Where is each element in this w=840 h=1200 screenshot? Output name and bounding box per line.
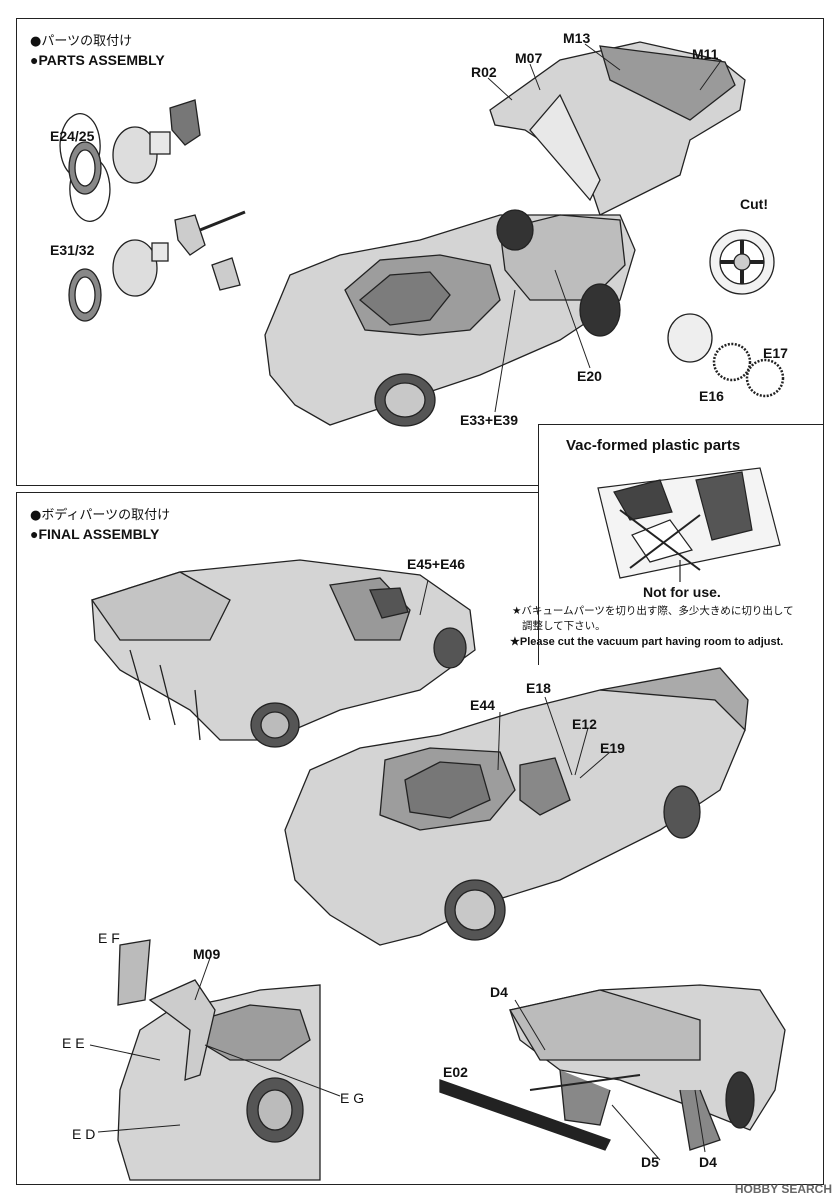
label-e17: E17: [763, 345, 788, 361]
not-for-use-label: Not for use.: [643, 584, 721, 600]
label-cut: Cut!: [740, 196, 768, 212]
vac-note-en: ★Please cut the vacuum part having room …: [510, 636, 784, 648]
parts-assembly-title: ●パーツの取付け ●PARTS ASSEMBLY: [30, 32, 165, 70]
watermark: HOBBY SEARCH: [734, 1182, 832, 1196]
label-e20: E20: [577, 368, 602, 384]
parts-assembly-title-jp: ●パーツの取付け: [30, 34, 133, 49]
label-d4-top: D4: [490, 984, 508, 1000]
wheel-e16: [667, 313, 713, 363]
label-e18: E18: [526, 680, 551, 696]
label-e44: E44: [470, 697, 495, 713]
label-e02: E02: [443, 1064, 468, 1080]
final-assembly-title-jp: ●ボディパーツの取付け: [30, 508, 171, 523]
car-front-view: [284, 689, 746, 946]
label-e33-e39: E33+E39: [460, 412, 518, 428]
label-e12: E12: [572, 716, 597, 732]
vac-note-jp-1: ★バキュームパーツを切り出す際、多少大きめに切り出して: [512, 605, 794, 617]
label-e45-e46: E45+E46: [407, 556, 465, 572]
label-m07: M07: [515, 50, 543, 66]
label-ef: E F: [98, 930, 120, 946]
label-d5: D5: [641, 1154, 659, 1170]
label-r02: R02: [471, 64, 497, 80]
label-e31-32: E31/32: [50, 242, 95, 258]
label-e24-25: E24/25: [50, 128, 95, 144]
final-assembly-title-en: ●FINAL ASSEMBLY: [30, 526, 160, 542]
parts-assembly-title-en: ●PARTS ASSEMBLY: [30, 52, 165, 68]
label-ed: E D: [72, 1126, 96, 1142]
vac-note-jp-2: 調整して下さい。: [522, 620, 606, 632]
label-m09: M09: [193, 946, 221, 962]
vac-formed-title: Vac-formed plastic parts: [566, 437, 741, 454]
final-assembly-title: ●ボディパーツの取付け ●FINAL ASSEMBLY: [30, 506, 170, 544]
label-d4-bottom: D4: [699, 1154, 717, 1170]
final-assembly-top-border: [16, 492, 538, 493]
label-m11: M11: [692, 46, 719, 62]
label-e16: E16: [699, 388, 724, 404]
label-m13: M13: [563, 30, 591, 46]
rear-wheel: [579, 283, 621, 337]
label-ee: E E: [62, 1035, 85, 1051]
label-eg: E G: [340, 1090, 365, 1106]
label-e19: E19: [600, 740, 625, 756]
